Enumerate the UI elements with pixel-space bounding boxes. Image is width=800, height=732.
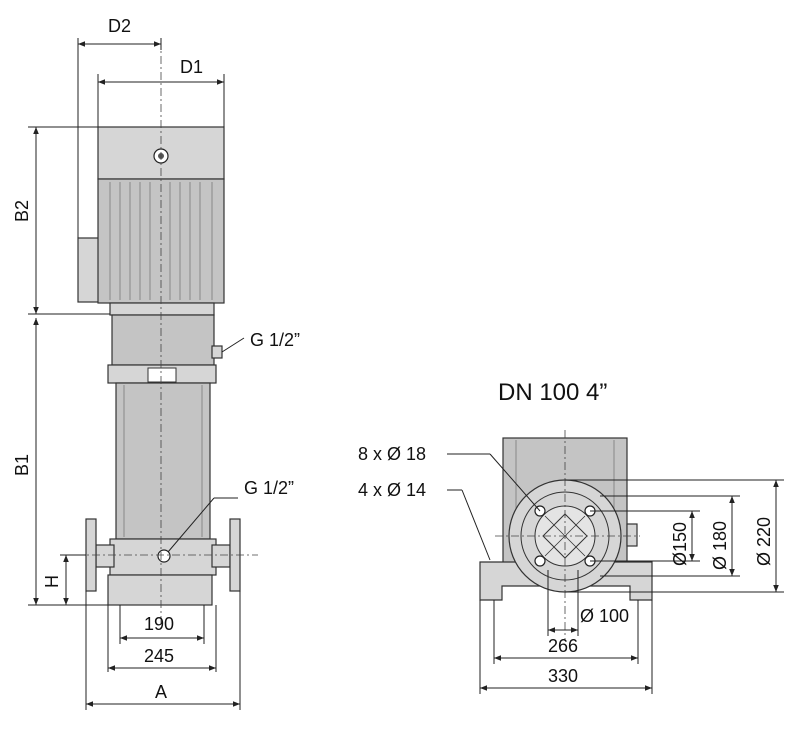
motor-flange (109, 302, 215, 316)
label-dia-150: Ø150 (670, 522, 690, 566)
label-a: A (155, 682, 167, 702)
label-d1: D1 (180, 57, 203, 77)
flange-title: DN 100 4” (498, 379, 607, 406)
label-g-lower: G 1/2” (244, 478, 294, 498)
pump-stages (115, 382, 211, 540)
right-dimensions (447, 453, 784, 694)
front-side-plug (626, 523, 638, 547)
pump-foot (107, 574, 213, 606)
label-h: H (42, 575, 62, 588)
label-b2: B2 (12, 200, 32, 222)
label-g-upper: G 1/2” (250, 330, 300, 350)
label-b1: B1 (12, 454, 32, 476)
label-holes-8: 8 x Ø 18 (358, 444, 426, 464)
left-dimensions (28, 38, 245, 710)
motor-fins (109, 182, 213, 300)
label-245: 245 (144, 646, 174, 666)
label-dia-220: Ø 220 (754, 517, 774, 566)
lantern (111, 314, 215, 366)
bolt-hole-icon (534, 555, 546, 567)
label-dia-100: Ø 100 (580, 606, 629, 626)
vent-plug (211, 345, 223, 359)
label-d2: D2 (108, 16, 131, 36)
label-330: 330 (548, 666, 578, 686)
label-dia-180: Ø 180 (710, 521, 730, 570)
outlet-pipe (211, 544, 231, 568)
pump-side-view (60, 40, 258, 630)
label-266: 266 (548, 636, 578, 656)
label-190: 190 (144, 614, 174, 634)
inlet-pipe (95, 544, 115, 568)
nameplate (147, 367, 177, 383)
label-holes-4: 4 x Ø 14 (358, 480, 426, 500)
